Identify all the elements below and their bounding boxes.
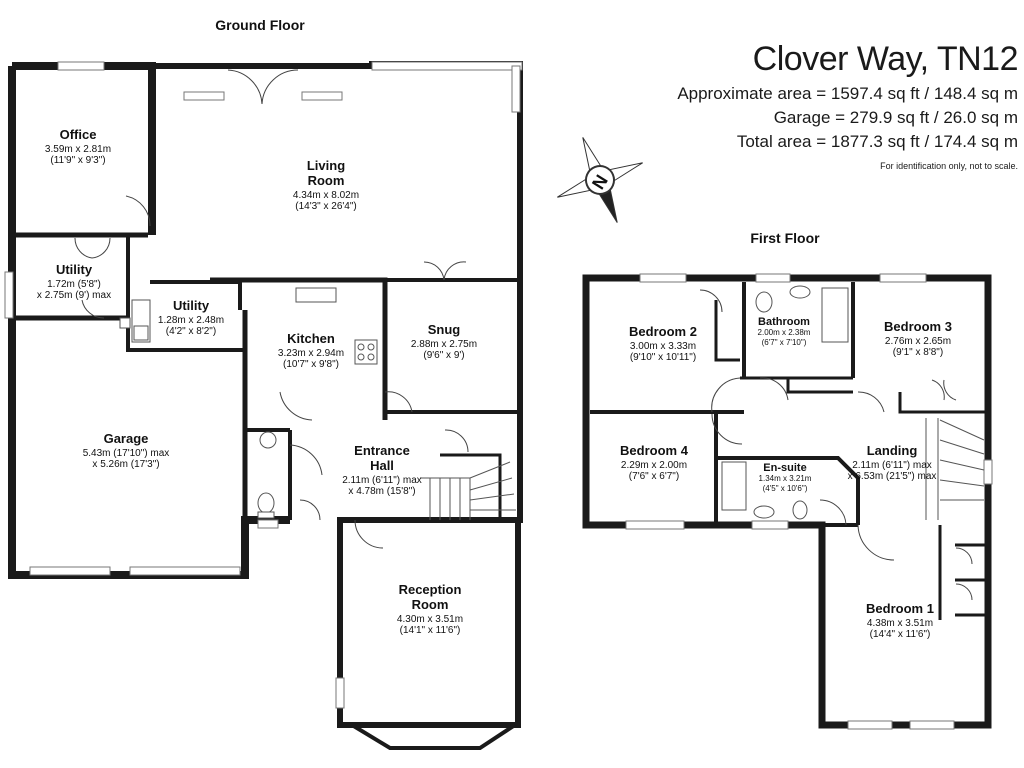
room-dims-bedroom2-imperial: (9'10" x 10'11") xyxy=(630,352,696,363)
room-name-garage-0: Garage xyxy=(104,431,149,446)
room-name-kitchen-0: Kitchen xyxy=(287,331,335,346)
room-name-bedroom2-0: Bedroom 2 xyxy=(629,324,697,339)
room-dims-bathroom-metric: 2.00m x 2.38m xyxy=(758,328,811,337)
room-dims-bedroom3-metric: 2.76m x 2.65m xyxy=(885,336,951,347)
room-dims-utility2-metric: 1.28m x 2.48m xyxy=(158,315,224,326)
room-dims-office-metric: 3.59m x 2.81m xyxy=(45,144,111,155)
disclaimer: For identification only, not to scale. xyxy=(880,161,1018,171)
room-dims-ensuite-metric: 1.34m x 3.21m xyxy=(759,474,812,483)
room-dims-utility1-imperial: x 2.75m (9') max xyxy=(37,290,111,301)
room-dims-living-imperial: (14'3" x 26'4") xyxy=(295,201,357,212)
room-dims-kitchen-metric: 3.23m x 2.94m xyxy=(278,348,344,359)
room-dims-snug-metric: 2.88m x 2.75m xyxy=(411,339,477,350)
approximate-area: Approximate area = 1597.4 sq ft / 148.4 … xyxy=(677,84,1018,103)
room-dims-garage-metric: 5.43m (17'10") max xyxy=(83,448,170,459)
garage-area: Garage = 279.9 sq ft / 26.0 sq m xyxy=(773,108,1018,127)
room-dims-utility2-imperial: (4'2" x 8'2") xyxy=(166,326,216,337)
room-dims-utility1-metric: 1.72m (5'8") xyxy=(47,279,101,290)
room-dims-ensuite-imperial: (4'5" x 10'6") xyxy=(763,484,808,493)
room-dims-landing-imperial: x 6.53m (21'5") max xyxy=(848,471,937,482)
room-name-bedroom3-0: Bedroom 3 xyxy=(884,319,952,334)
room-name-utility1-0: Utility xyxy=(56,262,93,277)
room-dims-landing-metric: 2.11m (6'11") max xyxy=(852,460,932,471)
room-dims-garage-imperial: x 5.26m (17'3") xyxy=(92,459,159,470)
room-name-living-0: Living xyxy=(307,158,345,173)
room-dims-living-metric: 4.34m x 8.02m xyxy=(293,190,359,201)
room-name-ensuite-0: En-suite xyxy=(763,462,806,474)
first-floor xyxy=(582,273,993,730)
room-name-living-1: Room xyxy=(308,173,345,188)
room-name-reception-0: Reception xyxy=(399,582,462,597)
room-dims-entrance-imperial: x 4.78m (15'8") xyxy=(348,486,415,497)
room-dims-bathroom-imperial: (6'7" x 7'10") xyxy=(762,338,807,347)
ground-floor-label: Ground Floor xyxy=(215,17,305,33)
room-dims-snug-imperial: (9'6" x 9') xyxy=(423,350,464,361)
room-name-bedroom4-0: Bedroom 4 xyxy=(620,443,689,458)
room-name-entrance-0: Entrance xyxy=(354,443,410,458)
room-name-entrance-1: Hall xyxy=(370,458,394,473)
room-dims-bedroom1-metric: 4.38m x 3.51m xyxy=(867,618,933,629)
room-dims-bedroom4-imperial: (7'6" x 6'7") xyxy=(629,471,679,482)
compass-icon xyxy=(557,137,643,223)
property-title: Clover Way, TN12 xyxy=(752,40,1019,78)
room-dims-reception-imperial: (14'1" x 11'6") xyxy=(400,625,461,636)
room-name-snug-0: Snug xyxy=(428,322,461,337)
room-name-reception-1: Room xyxy=(412,597,449,612)
room-dims-bedroom4-metric: 2.29m x 2.00m xyxy=(621,460,687,471)
ground-floor xyxy=(4,61,523,750)
room-dims-entrance-metric: 2.11m (6'11") max xyxy=(342,475,422,486)
room-name-bedroom1-0: Bedroom 1 xyxy=(866,601,934,616)
room-dims-reception-metric: 4.30m x 3.51m xyxy=(397,614,463,625)
room-name-utility2-0: Utility xyxy=(173,298,210,313)
room-name-bathroom-0: Bathroom xyxy=(758,316,810,328)
total-area: Total area = 1877.3 sq ft / 174.4 sq m xyxy=(736,132,1018,151)
room-dims-bedroom1-imperial: (14'4" x 11'6") xyxy=(870,629,931,640)
room-dims-bedroom3-imperial: (9'1" x 8'8") xyxy=(893,347,943,358)
room-dims-bedroom2-metric: 3.00m x 3.33m xyxy=(630,341,696,352)
first-floor-label: First Floor xyxy=(750,230,820,246)
room-dims-office-imperial: (11'9" x 9'3") xyxy=(50,155,105,166)
room-name-landing-0: Landing xyxy=(867,443,918,458)
room-name-office-0: Office xyxy=(60,127,97,142)
room-dims-kitchen-imperial: (10'7" x 9'8") xyxy=(283,359,339,370)
